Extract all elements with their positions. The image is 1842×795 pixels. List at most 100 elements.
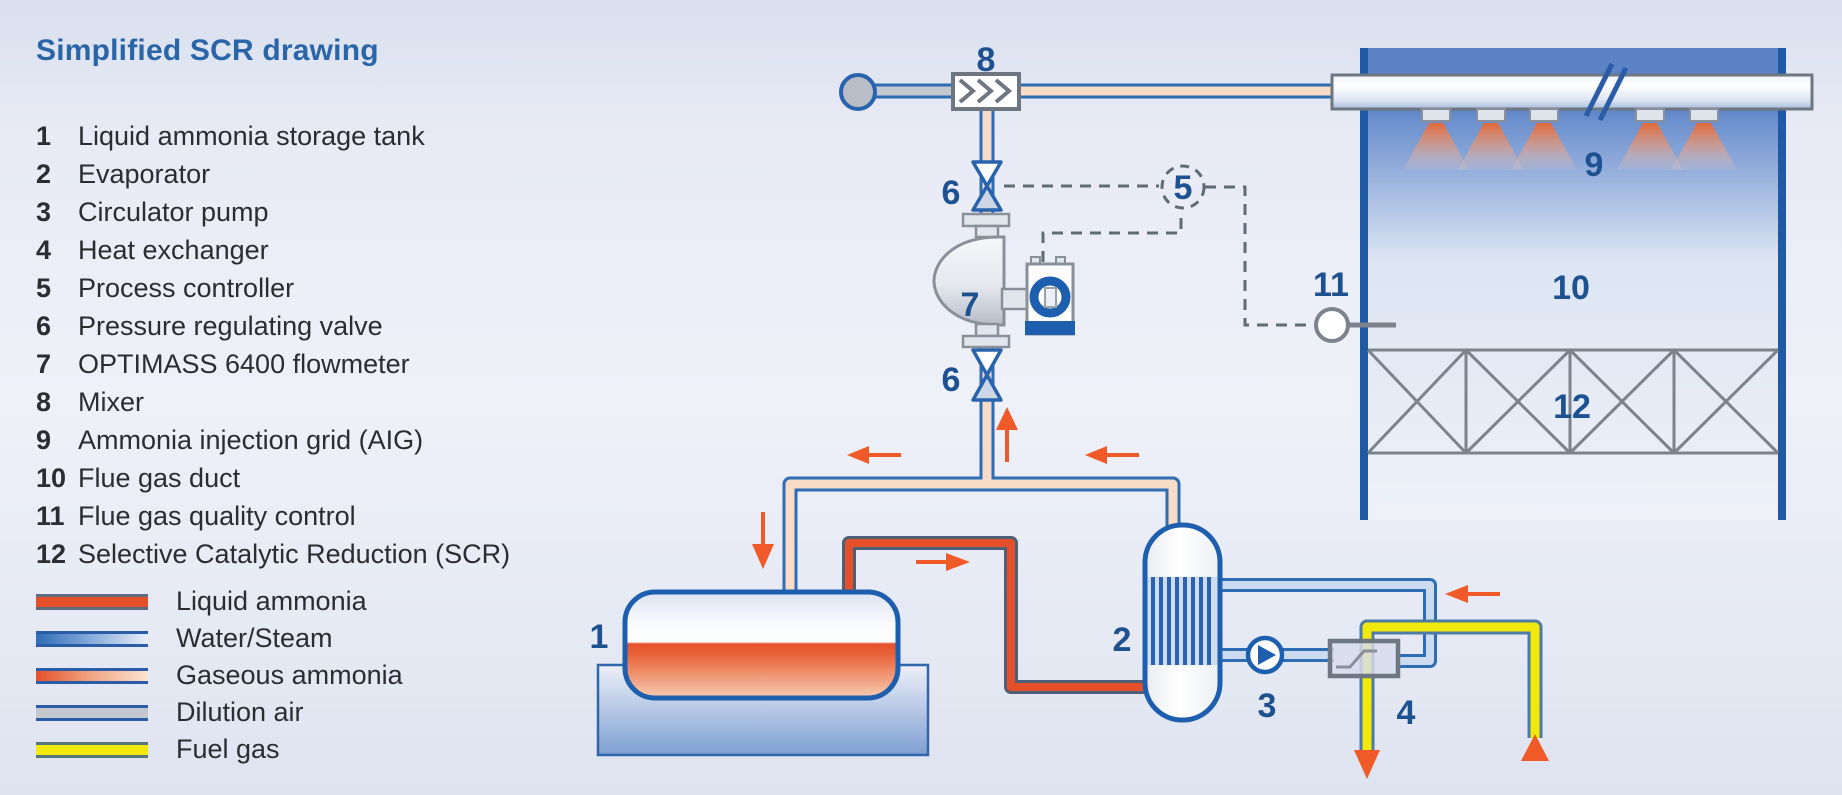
item-number: 8	[36, 386, 52, 417]
gaseous-ammonia-pipe	[782, 83, 1334, 597]
legend-row: Fuel gas	[36, 731, 403, 768]
callout-2: 2	[1113, 621, 1132, 659]
legend-label: Dilution air	[176, 697, 304, 727]
mixer-chevrons-icon	[958, 78, 1013, 104]
item-number: 4	[36, 234, 52, 265]
liquid-ammonia-swatch	[36, 593, 148, 610]
item-number: 3	[36, 196, 52, 227]
nozzle	[1617, 108, 1683, 170]
item-label: Mixer	[78, 386, 144, 417]
fuel-gas-pipe	[1359, 619, 1543, 752]
callout-5: 5	[1174, 169, 1193, 207]
aig-header-pipe	[1330, 62, 1814, 122]
nozzle	[1403, 108, 1469, 170]
legend-row: Dilution air	[36, 694, 403, 731]
circulator-pump	[1245, 635, 1285, 675]
item-number: 12	[36, 538, 67, 569]
callout-11: 11	[1313, 266, 1349, 304]
transmitter-neck	[1000, 287, 1030, 311]
dilution-air-inlet	[839, 73, 877, 111]
item-number: 5	[36, 272, 52, 303]
legend-row: Gaseous ammonia	[36, 657, 403, 694]
page-title: Simplified SCR drawing	[36, 34, 379, 67]
item-number: 10	[36, 462, 67, 493]
evaporator	[1142, 522, 1223, 723]
flange-neck	[974, 322, 1000, 338]
list-item: 4 Heat exchanger	[36, 231, 510, 269]
flange-neck	[974, 224, 1000, 239]
callout-12: 12	[1553, 388, 1591, 426]
list-item: 9 Ammonia injection grid (AIG)	[36, 421, 510, 459]
callout-7: 7	[961, 286, 980, 324]
pressure-valve-lower	[971, 348, 1003, 402]
callout-6-lower: 6	[942, 361, 961, 399]
legend-row: Liquid ammonia	[36, 583, 403, 620]
item-label: Selective Catalytic Reduction (SCR)	[78, 538, 511, 569]
item-label: Pressure regulating valve	[78, 310, 383, 341]
nozzle	[1511, 108, 1577, 170]
callout-6-upper: 6	[942, 174, 961, 212]
nozzle	[1671, 108, 1737, 170]
liquid-ammonia-pipe	[842, 536, 1150, 694]
list-item: 3 Circulator pump	[36, 193, 510, 231]
flow-arrows	[752, 407, 1549, 779]
item-number: 6	[36, 310, 52, 341]
list-item: 10 Flue gas duct	[36, 459, 510, 497]
list-item: 7 OPTIMASS 6400 flowmeter	[36, 345, 510, 383]
list-item: 8 Mixer	[36, 383, 510, 421]
nozzle	[1458, 108, 1524, 170]
water-steam-swatch	[36, 630, 148, 647]
pressure-valve-upper	[971, 160, 1003, 212]
ammonia-storage-tank	[596, 589, 930, 757]
item-label: Heat exchanger	[78, 234, 269, 265]
callout-1: 1	[590, 618, 609, 656]
gaseous-ammonia-swatch	[36, 667, 148, 684]
legend-label: Water/Steam	[176, 623, 333, 653]
item-label: OPTIMASS 6400 flowmeter	[78, 348, 410, 379]
flange	[961, 212, 1011, 228]
flue-gas-quality-control	[1314, 307, 1396, 343]
aig-nozzles	[1403, 108, 1737, 170]
item-label: Evaporator	[78, 158, 211, 189]
flowmeter	[932, 212, 1075, 349]
flange	[961, 334, 1011, 349]
heat-exchanger	[1327, 638, 1401, 679]
legend-label: Liquid ammonia	[176, 586, 367, 616]
item-number: 11	[36, 500, 65, 531]
callout-4: 4	[1397, 694, 1416, 732]
dilution-air-swatch	[36, 704, 148, 721]
heat-exchanger-symbol-icon	[1336, 649, 1377, 669]
control-signal-lines	[1004, 184, 1313, 327]
list-item: 6 Pressure regulating valve	[36, 307, 510, 345]
list-item: 11 Flue gas quality control	[36, 497, 510, 535]
list-item: 12 Selective Catalytic Reduction (SCR)	[36, 535, 510, 573]
pump-triangle-icon	[1258, 645, 1276, 665]
pipe-break-icon	[1583, 62, 1629, 122]
scr-catalyst-grid	[1366, 348, 1780, 455]
legend-row: Water/Steam	[36, 620, 403, 657]
item-label: Flue gas quality control	[78, 500, 356, 531]
list-item: 5 Process controller	[36, 269, 510, 307]
flow-type-legend: Liquid ammonia Water/Steam Gaseous ammon…	[36, 583, 403, 768]
item-number: 7	[36, 348, 52, 379]
legend-label: Fuel gas	[176, 734, 280, 764]
item-number: 2	[36, 158, 52, 189]
callout-10: 10	[1552, 269, 1590, 307]
item-label: Process controller	[78, 272, 295, 303]
item-label: Ammonia injection grid (AIG)	[78, 424, 424, 455]
diagram-callouts: 1 2 3 4 5 6 6 7 8 9 10 11 12	[590, 41, 1604, 732]
callout-3: 3	[1258, 687, 1277, 725]
legend-label: Gaseous ammonia	[176, 660, 403, 690]
item-label: Circulator pump	[78, 196, 269, 227]
item-number: 9	[36, 424, 52, 455]
process-controller	[1160, 164, 1206, 210]
callout-9: 9	[1585, 146, 1604, 184]
item-label: Flue gas duct	[78, 462, 241, 493]
fuel-gas-swatch	[36, 741, 148, 758]
item-label: Liquid ammonia storage tank	[78, 120, 425, 151]
list-item: 2 Evaporator	[36, 155, 510, 193]
